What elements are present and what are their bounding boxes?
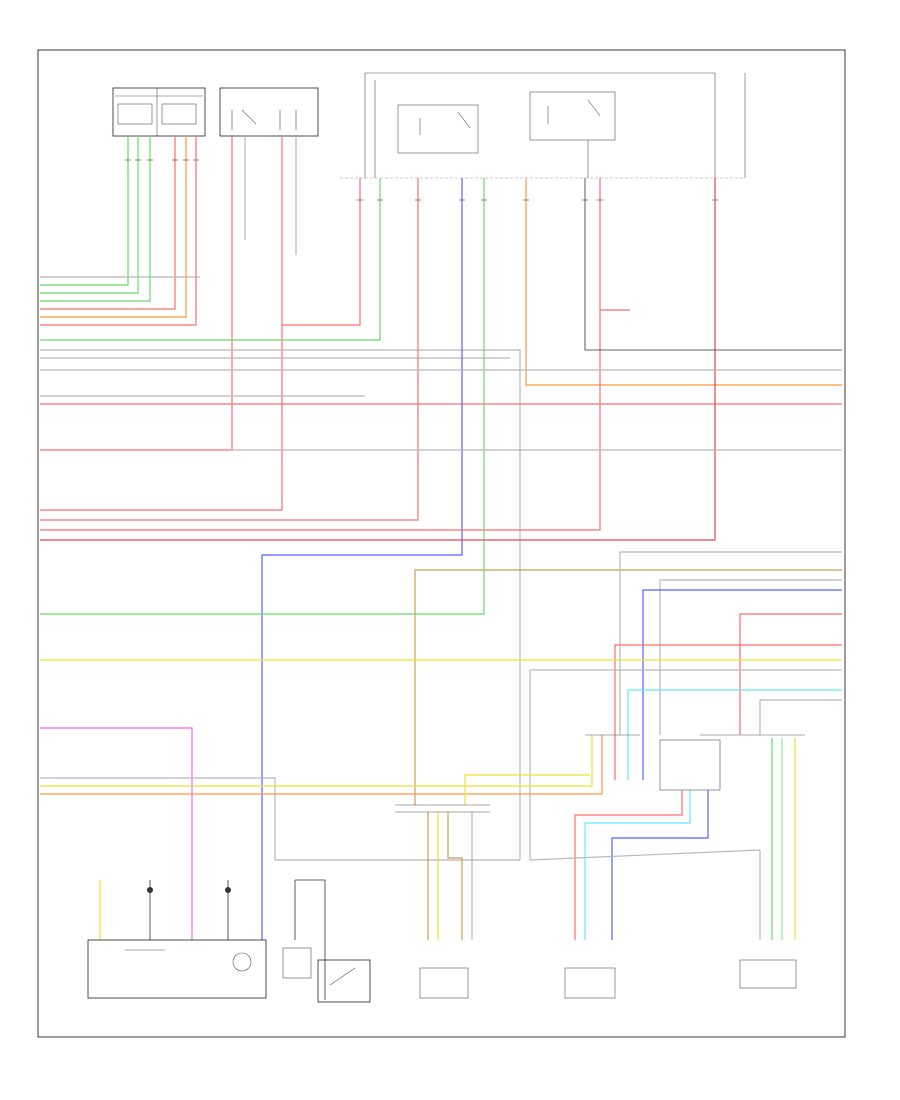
right-junction-block	[585, 734, 805, 791]
wire-red-5	[282, 178, 361, 326]
wire-gray-9	[619, 551, 842, 735]
wire-green-3	[40, 136, 151, 302]
connector-marks	[125, 159, 718, 201]
wire-gray-4	[40, 349, 521, 860]
fuse-relay-box	[340, 72, 746, 179]
wire-pink-1	[40, 727, 193, 940]
wire-red-8	[40, 178, 601, 531]
injector-3	[739, 959, 797, 989]
center-junction-block	[395, 804, 490, 813]
wire-yellow-3	[464, 774, 590, 805]
wire-tan-1	[414, 569, 842, 805]
wire-ltblue-1	[627, 689, 842, 780]
wire-blue-3	[611, 790, 709, 940]
wires	[40, 136, 842, 1000]
wire-green-1	[40, 136, 129, 286]
wire-red-11	[614, 644, 842, 780]
wire-orange-3	[40, 735, 603, 795]
wire-blue-2	[642, 589, 842, 780]
wire-gray-13	[40, 777, 276, 860]
fuel-pump-module	[87, 887, 267, 999]
wire-ltblue-2	[584, 790, 691, 940]
injector-2	[564, 967, 616, 999]
wire-blk-5	[295, 879, 326, 1000]
wire-gray-17	[529, 849, 761, 861]
wire-red-2	[40, 136, 197, 326]
wire-red-10	[739, 613, 842, 735]
wire-gray-11	[529, 669, 842, 860]
wire-red-1	[40, 136, 176, 310]
wire-red-7	[40, 178, 419, 521]
wire-green-4	[40, 178, 381, 341]
wire-orange-1	[40, 136, 187, 318]
wire-yellow-2	[40, 735, 593, 787]
wire-blue-1	[261, 178, 463, 940]
wire-gray-10	[659, 579, 842, 735]
pressure-switch	[317, 959, 371, 1003]
wire-darkred-1	[40, 178, 716, 541]
fuel-level-sender	[282, 947, 312, 979]
top-left-module	[112, 87, 206, 137]
wire-tan-3	[447, 812, 463, 940]
relay-switch-box	[219, 87, 319, 137]
wire-green-5	[40, 178, 485, 615]
wire-blk-1	[584, 178, 842, 351]
diagram-frame	[37, 49, 846, 1038]
wire-red-4	[40, 136, 283, 511]
injector-1	[419, 967, 469, 999]
wire-gray-12	[759, 699, 842, 735]
wire-orange-2	[525, 178, 842, 386]
wire-red-12	[574, 790, 683, 940]
wire-green-2	[40, 136, 139, 294]
